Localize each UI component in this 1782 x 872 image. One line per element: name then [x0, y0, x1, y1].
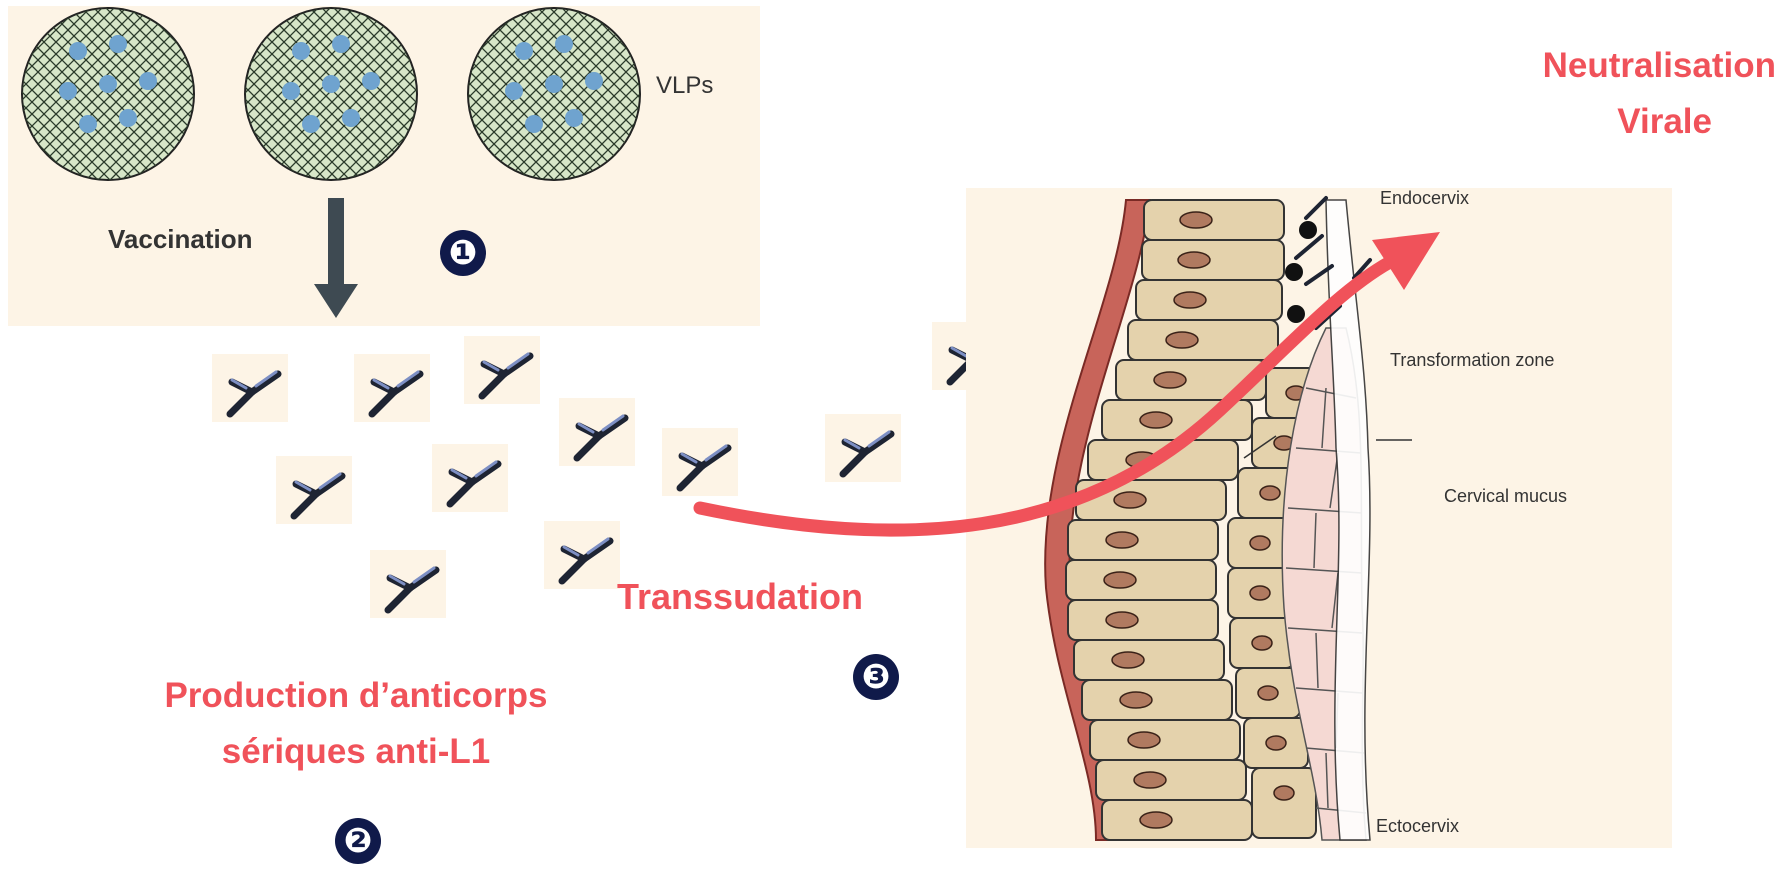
production-label: Production d’anticorps sériques anti-L1: [122, 668, 590, 780]
neutralisation-label-line-2: Virale: [1466, 94, 1776, 150]
neutralisation-label: Neutralisation Virale: [1466, 38, 1776, 150]
production-label-line-1: Production d’anticorps: [122, 668, 590, 724]
production-label-line-2: sériques anti-L1: [122, 724, 590, 780]
step-2-badge: ❷: [335, 818, 381, 864]
step-3-badge: ❸: [853, 654, 899, 700]
transsudation-label: Transsudation: [617, 576, 863, 618]
neutralisation-label-line-1: Neutralisation: [1466, 38, 1776, 94]
